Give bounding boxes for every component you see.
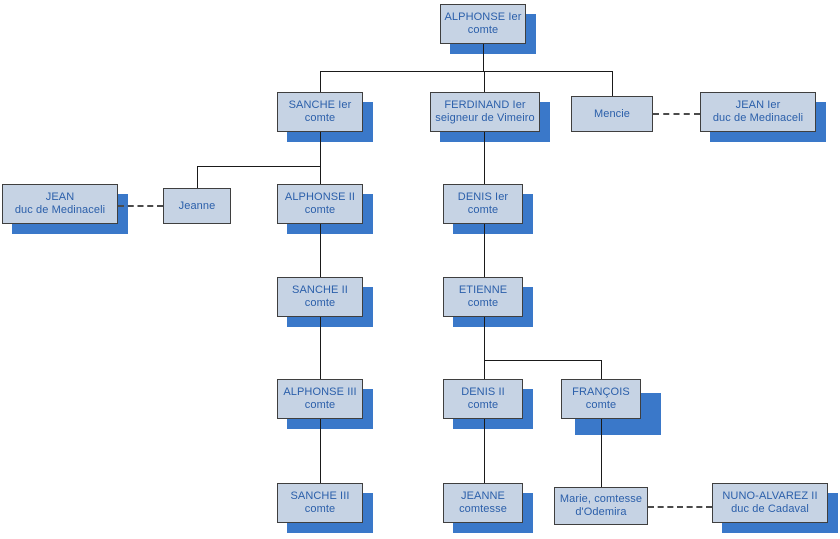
node-label-line1: FERDINAND Ier xyxy=(444,99,526,111)
node-label-line2: comtesse xyxy=(459,503,507,515)
node-etienne[interactable]: ETIENNE comte xyxy=(443,277,523,317)
connector-denis1-to-etienne xyxy=(484,224,485,277)
node-label-line2: d'Odemira xyxy=(575,506,627,518)
connector-etienne-down xyxy=(484,317,485,360)
connector-alphonse2-to-sanche2 xyxy=(320,224,321,277)
marriage-link-mencie-jean1med xyxy=(653,113,700,115)
node-ferdinand1[interactable]: FERDINAND Ier seigneur de Vimeiro xyxy=(430,92,540,132)
node-nuno-alvarez2[interactable]: NUNO-ALVAREZ II duc de Cadaval xyxy=(712,483,828,523)
node-label-line1: Mencie xyxy=(593,107,631,120)
node-label-line1: JEANNE xyxy=(461,490,505,502)
node-label-line2: comte xyxy=(304,503,336,515)
connector-bus-to-sanche1 xyxy=(320,71,321,92)
node-denis2[interactable]: DENIS II comte xyxy=(443,379,523,419)
node-label-line1: DENIS Ier xyxy=(457,191,509,203)
node-label-line1: FRANÇOIS xyxy=(572,386,630,398)
connector-sanche1-bus xyxy=(197,166,321,167)
node-label-line1: ALPHONSE III xyxy=(283,386,357,398)
node-label-line1: JEAN xyxy=(45,191,75,203)
connector-bus-to-jeanne xyxy=(197,166,198,188)
node-label-line2: comte xyxy=(467,399,499,411)
connector-francois-to-marie xyxy=(601,419,602,487)
node-label-line2: comte xyxy=(304,112,336,124)
node-label-line2: duc de Cadaval xyxy=(731,503,809,515)
marriage-link-jeanmed-jeanne xyxy=(118,205,163,207)
node-label-line2: comte xyxy=(467,297,499,309)
node-label-line2: seigneur de Vimeiro xyxy=(435,112,535,124)
node-label-line2: comte xyxy=(467,24,499,36)
node-label-line2: duc de Medinaceli xyxy=(14,204,106,216)
connector-bus-to-denis2 xyxy=(484,360,485,379)
node-marie-odemira[interactable]: Marie, comtesse d'Odemira xyxy=(554,487,648,525)
node-label-line1: ETIENNE xyxy=(458,284,508,296)
node-label-line2: duc de Medinaceli xyxy=(712,112,804,124)
connector-alphonse1-down xyxy=(483,44,484,72)
node-label-line1: NUNO-ALVAREZ II xyxy=(722,490,818,502)
node-label-line1: SANCHE Ier xyxy=(288,99,352,111)
node-alphonse3[interactable]: ALPHONSE III comte xyxy=(277,379,363,419)
connector-bus-to-francois xyxy=(601,360,602,379)
node-jean1-medinaceli[interactable]: JEAN Ier duc de Medinaceli xyxy=(700,92,816,132)
node-jeanne[interactable]: Jeanne xyxy=(163,188,231,224)
node-label-line1: JEAN Ier xyxy=(735,99,781,111)
connector-etienne-bus xyxy=(484,360,602,361)
connector-bus-to-mencie xyxy=(612,71,613,96)
node-francois[interactable]: FRANÇOIS comte xyxy=(561,379,641,419)
node-mencie[interactable]: Mencie xyxy=(571,96,653,132)
node-label-line2: comte xyxy=(304,297,336,309)
node-alphonse1[interactable]: ALPHONSE Ier comte xyxy=(440,4,526,44)
node-label-line2: comte xyxy=(304,399,336,411)
node-jeanne-comtesse[interactable]: JEANNE comtesse xyxy=(443,483,523,523)
node-label-line1: Marie, comtesse xyxy=(559,493,643,505)
node-label-line1: Jeanne xyxy=(178,199,216,212)
node-jean-medinaceli[interactable]: JEAN duc de Medinaceli xyxy=(2,184,118,224)
node-label-line1: DENIS II xyxy=(461,386,505,398)
connector-generation1-bus xyxy=(320,71,613,72)
node-sanche1[interactable]: SANCHE Ier comte xyxy=(277,92,363,132)
connector-denis2-to-jeanne-comtesse xyxy=(484,419,485,483)
node-alphonse2[interactable]: ALPHONSE II comte xyxy=(277,184,363,224)
node-label-line1: SANCHE II xyxy=(292,284,348,296)
node-label-line1: ALPHONSE Ier xyxy=(444,11,522,23)
marriage-link-marie-nuno2 xyxy=(648,506,712,508)
node-sanche2[interactable]: SANCHE II comte xyxy=(277,277,363,317)
node-label-line2: comte xyxy=(304,204,336,216)
connector-bus-to-alphonse2 xyxy=(320,166,321,184)
node-label-line1: SANCHE III xyxy=(290,490,350,502)
node-label-line2: comte xyxy=(467,204,499,216)
connector-bus-to-ferdinand1 xyxy=(484,71,485,92)
connector-sanche1-down xyxy=(320,132,321,166)
node-denis1[interactable]: DENIS Ier comte xyxy=(443,184,523,224)
connector-sanche2-to-alphonse3 xyxy=(320,317,321,379)
connector-ferdinand1-to-denis1 xyxy=(484,132,485,184)
node-label-line2: comte xyxy=(585,399,617,411)
connector-alphonse3-to-sanche3 xyxy=(320,419,321,483)
node-label-line1: ALPHONSE II xyxy=(284,191,356,203)
node-sanche3[interactable]: SANCHE III comte xyxy=(277,483,363,523)
